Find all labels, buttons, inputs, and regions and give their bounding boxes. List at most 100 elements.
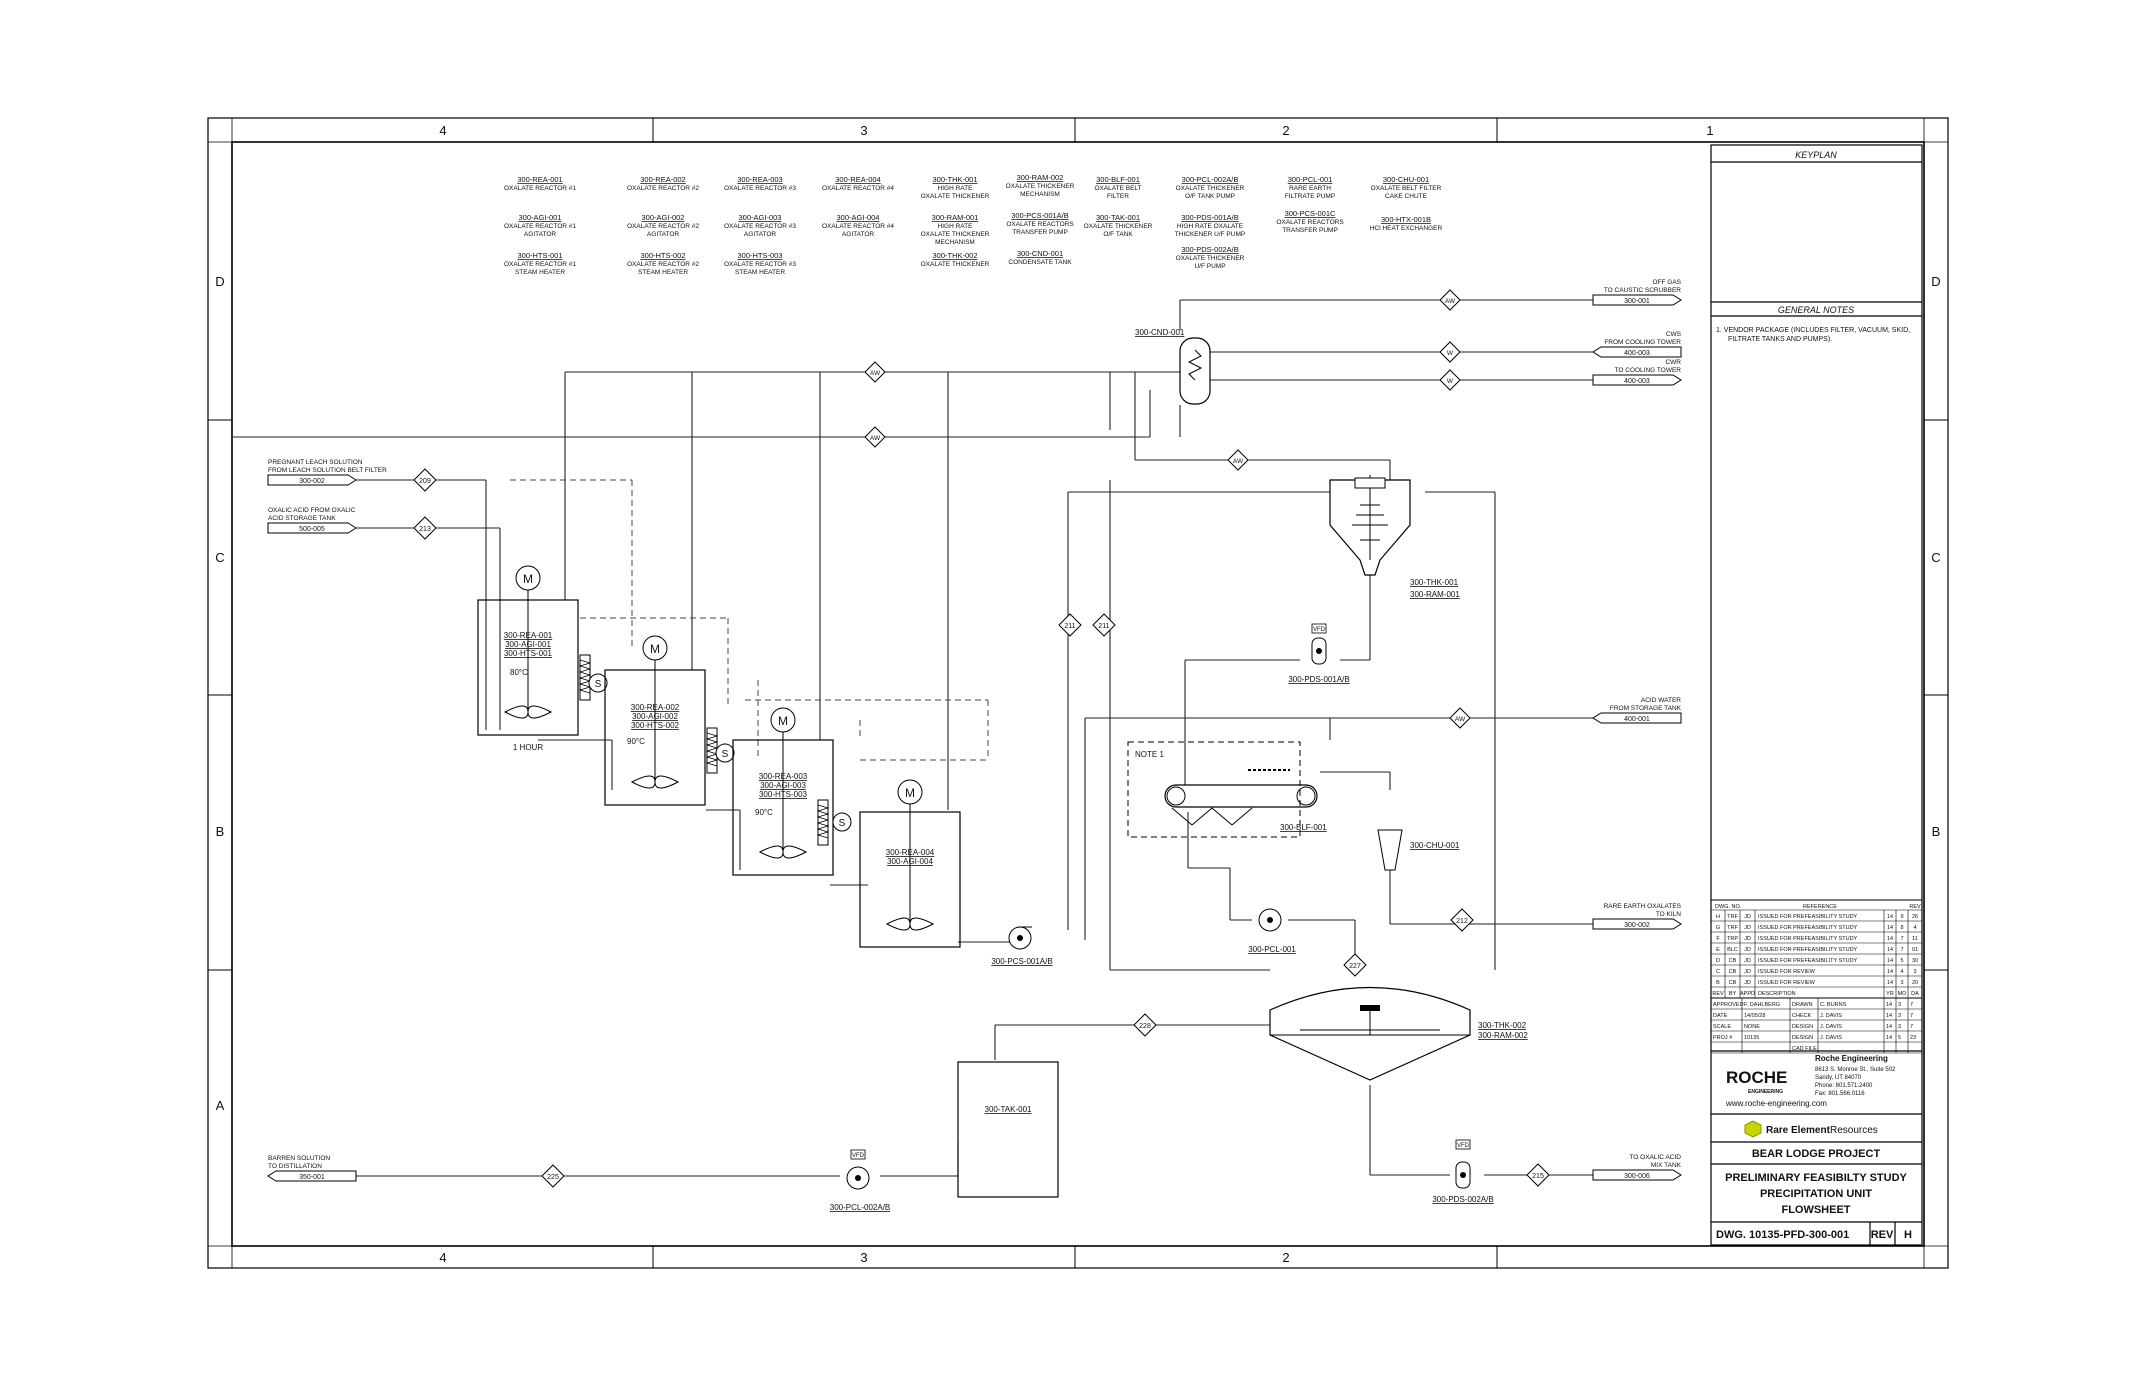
approval-cell: 14 xyxy=(1886,1035,1892,1041)
approval-cell: APPROVED xyxy=(1713,1002,1744,1008)
pump-tag: 300-PCS-001A/B xyxy=(991,957,1052,966)
approval-cell: CAD FILE xyxy=(1792,1046,1817,1052)
rev-cell: 14 xyxy=(1887,947,1893,953)
steam-heater-symbol: S xyxy=(839,818,846,829)
rev-cell: JD xyxy=(1744,947,1751,953)
equipment-desc: HIGH RATE xyxy=(938,185,974,192)
rev-cell: TRF xyxy=(1727,925,1738,931)
rev-cell: E xyxy=(1716,947,1720,953)
zone-col-bottom: 3 xyxy=(860,1250,867,1265)
zone-row-left: D xyxy=(215,274,224,289)
equipment-tag: 300-REA-002 xyxy=(640,175,685,184)
company-name: Roche Engineering xyxy=(1815,1054,1888,1063)
equipment-desc: OXALATE BELT FILTER xyxy=(1371,185,1442,192)
reactor-temp: 80°C xyxy=(510,668,528,677)
tak-tag: 300-TAK-001 xyxy=(985,1105,1033,1114)
zone-row-right: B xyxy=(1932,824,1941,839)
equipment-tag: 300-RAM-001 xyxy=(932,213,979,222)
zone-row-left: C xyxy=(215,550,224,565)
rev-cell: 7 xyxy=(1900,936,1903,942)
company-logo: ROCHE xyxy=(1726,1068,1787,1087)
cnd-tag: 300-CND-001 xyxy=(1135,328,1185,337)
stream-number: 211 xyxy=(1058,613,1082,637)
valve-label: AW xyxy=(870,435,881,442)
stream-number-label: 209 xyxy=(419,478,431,485)
stream-number-label: 215 xyxy=(1532,1173,1544,1180)
pump-pcl-001: 300-PCL-001 xyxy=(1248,908,1296,954)
reactor-tag: 300-REA-003 xyxy=(759,772,808,781)
motor-symbol: M xyxy=(650,642,660,656)
ram-tag: 300-RAM-001 xyxy=(1410,590,1460,599)
connector-tag: 300-002 xyxy=(299,478,325,485)
valve-label: W xyxy=(1447,378,1454,385)
belt-filter-package: NOTE 1 300-BLF-001 300-CHU-001 xyxy=(1127,741,1460,871)
equipment-desc: OXALATE REACTOR #4 xyxy=(822,223,894,230)
equipment-desc: AGITATOR xyxy=(524,231,556,238)
equipment-desc: O/F TANK PUMP xyxy=(1185,193,1235,200)
rev-cell: 3 xyxy=(1900,980,1903,986)
vfd-label: VFD xyxy=(1313,627,1326,633)
approval-cell: 14 xyxy=(1886,1002,1892,1008)
zone-row-left: A xyxy=(216,1098,225,1113)
reactor-tag: 300-REA-004 xyxy=(886,848,935,857)
rev-cell: DA xyxy=(1911,991,1919,997)
connector-label: TO OXALIC ACID xyxy=(1629,1154,1681,1161)
client-logo-icon xyxy=(1744,1120,1762,1138)
rev-header: REFERENCE xyxy=(1803,904,1837,910)
zone-col-top: 2 xyxy=(1282,123,1289,138)
pump-tag: 300-PDS-002A/B xyxy=(1432,1195,1493,1204)
approval-cell: SCALE xyxy=(1713,1024,1731,1030)
rev-cell: JD xyxy=(1744,914,1751,920)
zone-row-right: D xyxy=(1931,274,1940,289)
approval-cell: NONE xyxy=(1744,1024,1760,1030)
rev-cell: ISSUED FOR PREFEASIBILITY STUDY xyxy=(1758,914,1858,920)
connector-label: TO DISTILLATION xyxy=(268,1163,322,1170)
agitator-tag: 300-AGI-001 xyxy=(505,640,551,649)
rev-cell: 14 xyxy=(1887,925,1893,931)
valve-diamond: AW xyxy=(1449,707,1471,729)
rev-cell: ISSUED FOR PREFEASIBILITY STUDY xyxy=(1758,947,1858,953)
rev-cell: JD xyxy=(1744,936,1751,942)
vfd-label: VFD xyxy=(852,1153,865,1159)
note-box-label: NOTE 1 xyxy=(1135,750,1164,759)
equipment-desc: OXALATE THICKENER xyxy=(921,231,990,238)
zone-col-top: 1 xyxy=(1706,123,1713,138)
equipment-tag: 300-TAK-001 xyxy=(1096,213,1140,222)
valve-label: AW xyxy=(1233,458,1244,465)
rev-cell: 4 xyxy=(1913,925,1916,931)
general-notes-heading: GENERAL NOTES xyxy=(1778,305,1854,315)
valve-label: AW xyxy=(1455,716,1466,723)
rev-cell: H xyxy=(1716,914,1720,920)
connector-label: OXALIC ACID FROM OXALIC xyxy=(268,507,356,514)
high-rate-thickener: 300-THK-001 300-RAM-001 xyxy=(1329,475,1460,599)
rev-cell: B xyxy=(1716,980,1720,986)
stream-number: 228 xyxy=(1133,1013,1157,1037)
rev-cell: TRF xyxy=(1727,914,1738,920)
approval-cell: 3 xyxy=(1898,1002,1901,1008)
stream-number-label: 211 xyxy=(1064,623,1075,630)
steam-heater-symbol: S xyxy=(722,749,729,760)
reactor-tag: 300-REA-001 xyxy=(504,631,553,640)
zone-col-bottom: 2 xyxy=(1282,1250,1289,1265)
zone-col-bottom: 4 xyxy=(439,1250,446,1265)
rev-cell: ISSUED FOR PREFEASIBILITY STUDY xyxy=(1758,958,1858,964)
equipment-desc: FILTRATE PUMP xyxy=(1285,193,1335,200)
equipment-desc: MECHANISM xyxy=(935,239,975,246)
zone-col-top: 4 xyxy=(439,123,446,138)
equipment-desc: AGITATOR xyxy=(842,231,874,238)
connector-label: OFF GAS xyxy=(1652,279,1681,286)
pump-pcl-002: VFD 300-PCL-002A/B xyxy=(830,1149,890,1212)
